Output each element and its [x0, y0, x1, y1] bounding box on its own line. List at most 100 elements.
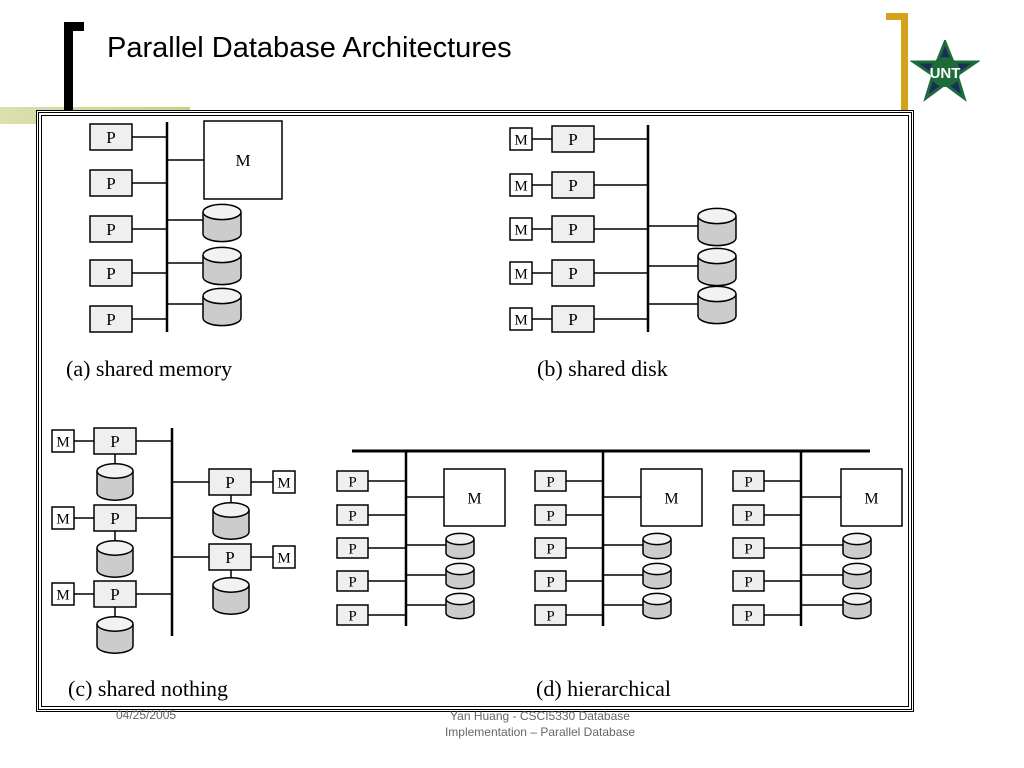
disk-icon	[697, 247, 737, 287]
logo-text: UNT	[930, 65, 961, 82]
memory-box: M	[272, 545, 296, 569]
disk-icon	[96, 616, 134, 654]
memory-box: M	[51, 429, 75, 453]
processor-box: P	[336, 470, 369, 492]
processor-box: P	[89, 123, 133, 151]
disk-icon	[202, 203, 242, 243]
right-bracket-decoration	[886, 13, 908, 138]
disk-icon	[96, 463, 134, 501]
processor-box-label: P	[744, 608, 752, 624]
memory-box: M	[203, 120, 283, 200]
processor-box: P	[534, 470, 567, 492]
processor-box: P	[732, 504, 765, 526]
processor-box: P	[336, 504, 369, 526]
processor-box-label: P	[110, 509, 119, 528]
memory-box-label: M	[56, 511, 69, 527]
slide-title: Parallel Database Architectures	[107, 32, 512, 64]
disk-icon	[212, 577, 250, 615]
processor-box-label: P	[106, 128, 115, 147]
processor-box: P	[732, 604, 765, 626]
disk-icon	[202, 287, 242, 327]
processor-box: P	[89, 169, 133, 197]
processor-box: P	[336, 604, 369, 626]
processor-box: P	[93, 427, 137, 455]
disk-icon	[445, 592, 475, 620]
memory-box-label: M	[277, 550, 290, 566]
disk-icon	[642, 592, 672, 620]
disk-icon	[642, 562, 672, 590]
processor-box: P	[551, 125, 595, 153]
processor-box: P	[551, 215, 595, 243]
processor-box-label: P	[568, 220, 577, 239]
memory-box: M	[509, 307, 533, 331]
memory-box-label: M	[277, 475, 290, 491]
footer-line-2: Implementation – Parallel Database	[444, 725, 636, 739]
processor-box-label: P	[568, 176, 577, 195]
memory-box: M	[640, 468, 703, 527]
processor-box: P	[551, 171, 595, 199]
memory-box-label: M	[514, 178, 527, 194]
memory-box: M	[509, 261, 533, 285]
caption-shared-memory: (a) shared memory	[66, 356, 232, 381]
disk-icon	[842, 532, 872, 560]
unt-star-logo: UNT	[910, 40, 980, 102]
processor-box: P	[89, 305, 133, 333]
processor-box: P	[551, 259, 595, 287]
processor-box-label: P	[348, 541, 356, 557]
memory-box-label: M	[514, 132, 527, 148]
processor-box-label: P	[225, 473, 234, 492]
processor-box-label: P	[568, 264, 577, 283]
processor-box: P	[534, 504, 567, 526]
processor-box: P	[534, 537, 567, 559]
memory-box: M	[509, 127, 533, 151]
memory-box-label: M	[467, 490, 481, 507]
footer-date: 04/25/2005	[116, 708, 177, 722]
memory-box-label: M	[664, 490, 678, 507]
disk-icon	[697, 207, 737, 247]
memory-box-label: M	[56, 434, 69, 450]
processor-box-label: P	[348, 508, 356, 524]
processor-box: P	[208, 543, 252, 571]
processor-box-label: P	[348, 608, 356, 624]
processor-box: P	[551, 305, 595, 333]
diagram-frame-inner	[41, 115, 909, 707]
caption-shared-nothing: (c) shared nothing	[68, 676, 228, 701]
processor-box-label: P	[744, 474, 752, 490]
caption-shared-disk: (b) shared disk	[537, 356, 668, 381]
processor-box-label: P	[744, 541, 752, 557]
processor-box: P	[534, 570, 567, 592]
processor-box: P	[732, 470, 765, 492]
processor-box-label: P	[106, 264, 115, 283]
processor-box-label: P	[106, 310, 115, 329]
processor-box: P	[732, 537, 765, 559]
memory-box-label: M	[56, 587, 69, 603]
disk-icon	[96, 540, 134, 578]
processor-box-label: P	[744, 508, 752, 524]
processor-box-label: P	[568, 130, 577, 149]
processor-box-label: P	[546, 608, 554, 624]
memory-box: M	[272, 470, 296, 494]
footer-credit: Yan Huang - CSCI5330 Database Implementa…	[420, 708, 660, 740]
memory-box-label: M	[514, 222, 527, 238]
processor-box-label: P	[546, 574, 554, 590]
processor-box-label: P	[744, 574, 752, 590]
processor-box-label: P	[110, 585, 119, 604]
disk-icon	[202, 246, 242, 286]
processor-box: P	[336, 570, 369, 592]
disk-icon	[842, 592, 872, 620]
memory-box-label: M	[514, 312, 527, 328]
footer-line-1: Yan Huang - CSCI5330 Database	[450, 709, 630, 723]
memory-box: M	[51, 506, 75, 530]
memory-box: M	[509, 217, 533, 241]
diagram-frame	[36, 110, 914, 712]
processor-box: P	[93, 580, 137, 608]
processor-box-label: P	[106, 174, 115, 193]
memory-box-label: M	[514, 266, 527, 282]
processor-box: P	[89, 259, 133, 287]
processor-box-label: P	[546, 474, 554, 490]
processor-box-label: P	[546, 541, 554, 557]
processor-box-label: P	[348, 574, 356, 590]
disk-icon	[697, 285, 737, 325]
processor-box: P	[93, 504, 137, 532]
